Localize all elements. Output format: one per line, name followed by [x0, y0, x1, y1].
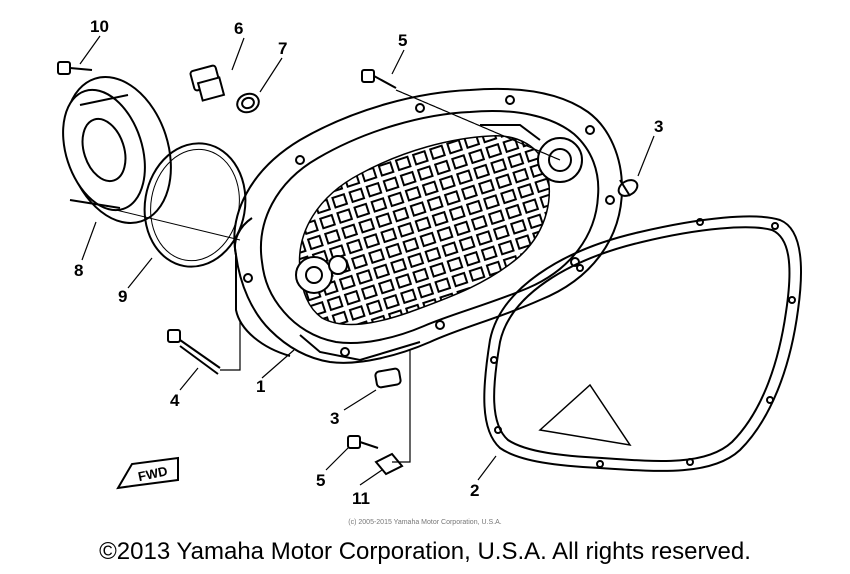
- callout-4: 4: [170, 391, 180, 410]
- callout-10: 10: [90, 17, 109, 36]
- bolt-part-4: [167, 329, 221, 375]
- callout-3-right: 3: [654, 117, 663, 136]
- dowel-pin-part-3-right: [617, 179, 639, 197]
- callout-8: 8: [74, 261, 83, 280]
- o-ring-part-9: [143, 142, 247, 268]
- fwd-label: FWD: [137, 463, 169, 484]
- callout-numbers: 10 6 7 5 3 8 9 4 1 3 5 11 2: [74, 17, 663, 508]
- dowel-pin-part-3-lower: [374, 367, 402, 389]
- callout-3-lower: 3: [330, 409, 339, 428]
- callout-5-top: 5: [398, 31, 407, 50]
- callout-7: 7: [278, 39, 287, 58]
- ring-part-7: [236, 92, 260, 114]
- fwd-arrow: FWD: [116, 456, 179, 490]
- plug-part-6: [189, 64, 226, 102]
- screw-part-10: [57, 61, 93, 75]
- crankcase-cover-part-1: [233, 87, 624, 364]
- parts-diagram: FWD 10 6 7 5 3 8 9 4 1 3 5 11 2: [57, 17, 802, 508]
- watermark-text: (c) 2005-2015 Yamaha Motor Corporation, …: [348, 519, 502, 526]
- callout-11: 11: [352, 489, 370, 508]
- gasket-part-2: [483, 215, 802, 472]
- copyright-notice: ©2013 Yamaha Motor Corporation, U.S.A. A…: [99, 538, 751, 565]
- callout-9: 9: [118, 287, 127, 306]
- leader-lines: [79, 35, 655, 486]
- callout-6: 6: [234, 19, 243, 38]
- callout-2: 2: [470, 481, 479, 500]
- clamp-part-11: [374, 452, 404, 476]
- rotor-part-8: [62, 76, 172, 224]
- callout-1: 1: [256, 377, 265, 396]
- screw-part-5-top: [361, 69, 397, 89]
- screw-part-5-bottom: [347, 435, 379, 449]
- callout-5-bottom: 5: [316, 471, 325, 490]
